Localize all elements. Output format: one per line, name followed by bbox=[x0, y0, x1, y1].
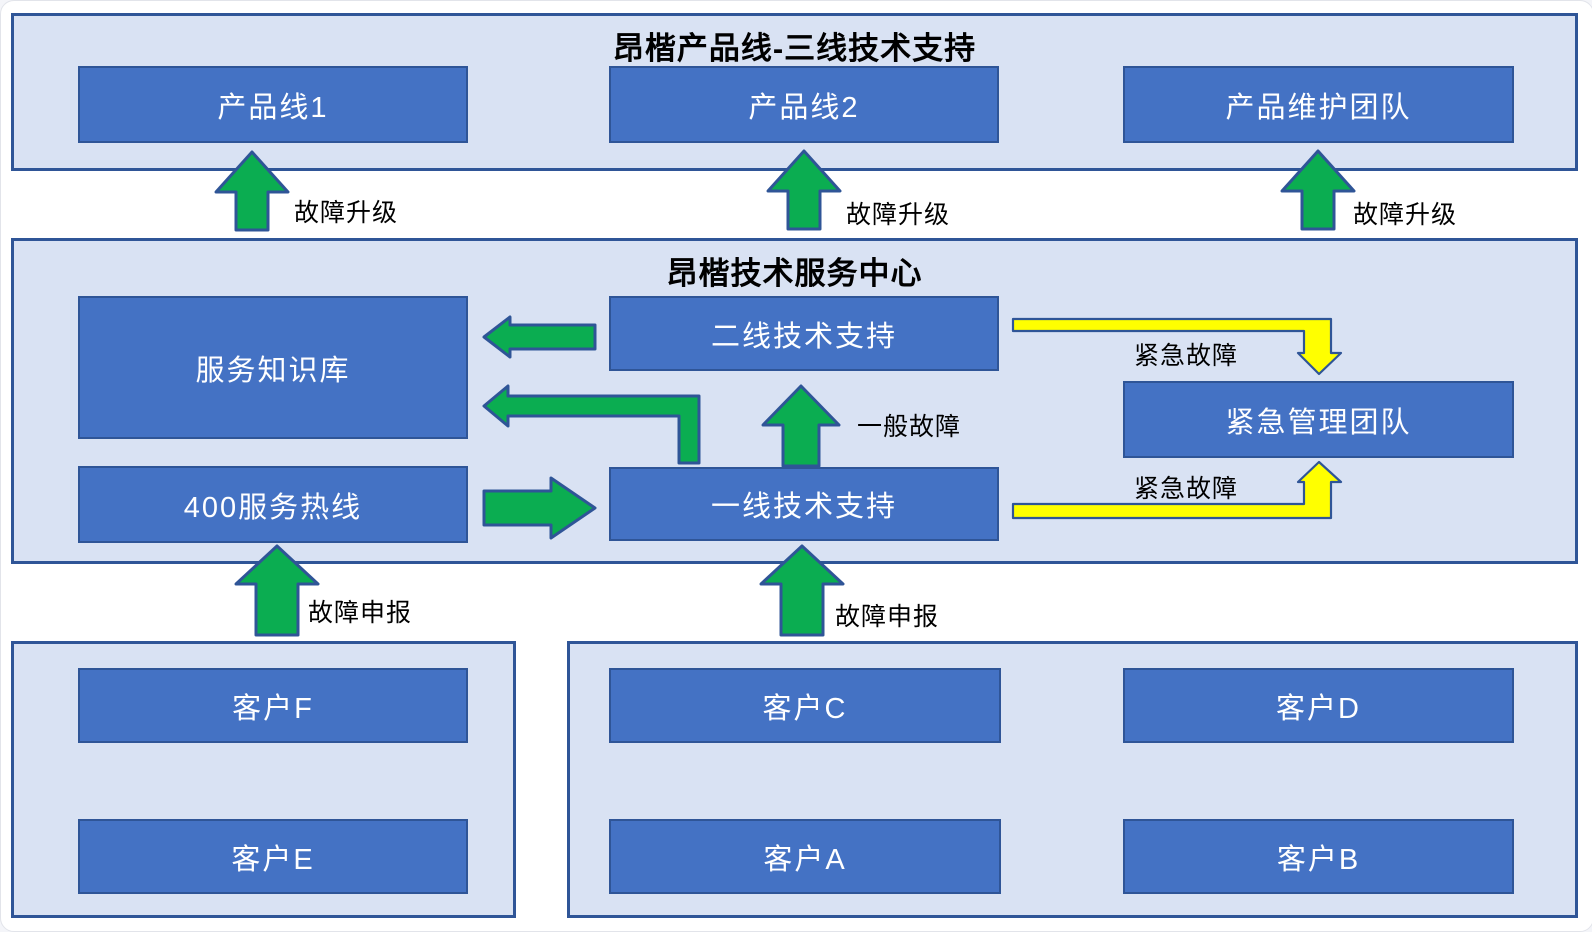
label-fault-escalation-3: 故障升级 bbox=[1353, 201, 1458, 229]
label-emergency-fault-bottom: 紧急故障 bbox=[1134, 475, 1239, 503]
box-customer-b: 客户B bbox=[1123, 819, 1514, 894]
box-product-maintenance-team: 产品维护团队 bbox=[1123, 66, 1514, 143]
box-customer-e: 客户E bbox=[78, 819, 468, 894]
label-fault-escalation-1: 故障升级 bbox=[294, 199, 399, 227]
box-service-knowledge-base: 服务知识库 bbox=[78, 296, 468, 439]
box-emergency-management-team: 紧急管理团队 bbox=[1123, 381, 1514, 458]
label-emergency-fault-top: 紧急故障 bbox=[1134, 342, 1239, 370]
box-400-hotline: 400服务热线 bbox=[78, 466, 468, 543]
box-product-line-1: 产品线1 bbox=[78, 66, 468, 143]
box-customer-a: 客户A bbox=[609, 819, 1001, 894]
label-fault-escalation-2: 故障升级 bbox=[846, 201, 951, 229]
product-lines-title: 昂楷产品线-三线技术支持 bbox=[612, 31, 977, 66]
box-first-line-support: 一线技术支持 bbox=[609, 467, 999, 541]
service-center-title: 昂楷技术服务中心 bbox=[666, 256, 923, 291]
box-second-line-support: 二线技术支持 bbox=[609, 296, 999, 371]
box-product-line-2: 产品线2 bbox=[609, 66, 999, 143]
label-general-fault: 一般故障 bbox=[857, 413, 962, 441]
label-fault-report-right: 故障申报 bbox=[835, 603, 940, 631]
box-customer-d: 客户D bbox=[1123, 668, 1514, 743]
box-customer-f: 客户F bbox=[78, 668, 468, 743]
label-fault-report-left: 故障申报 bbox=[308, 599, 413, 627]
box-customer-c: 客户C bbox=[609, 668, 1001, 743]
